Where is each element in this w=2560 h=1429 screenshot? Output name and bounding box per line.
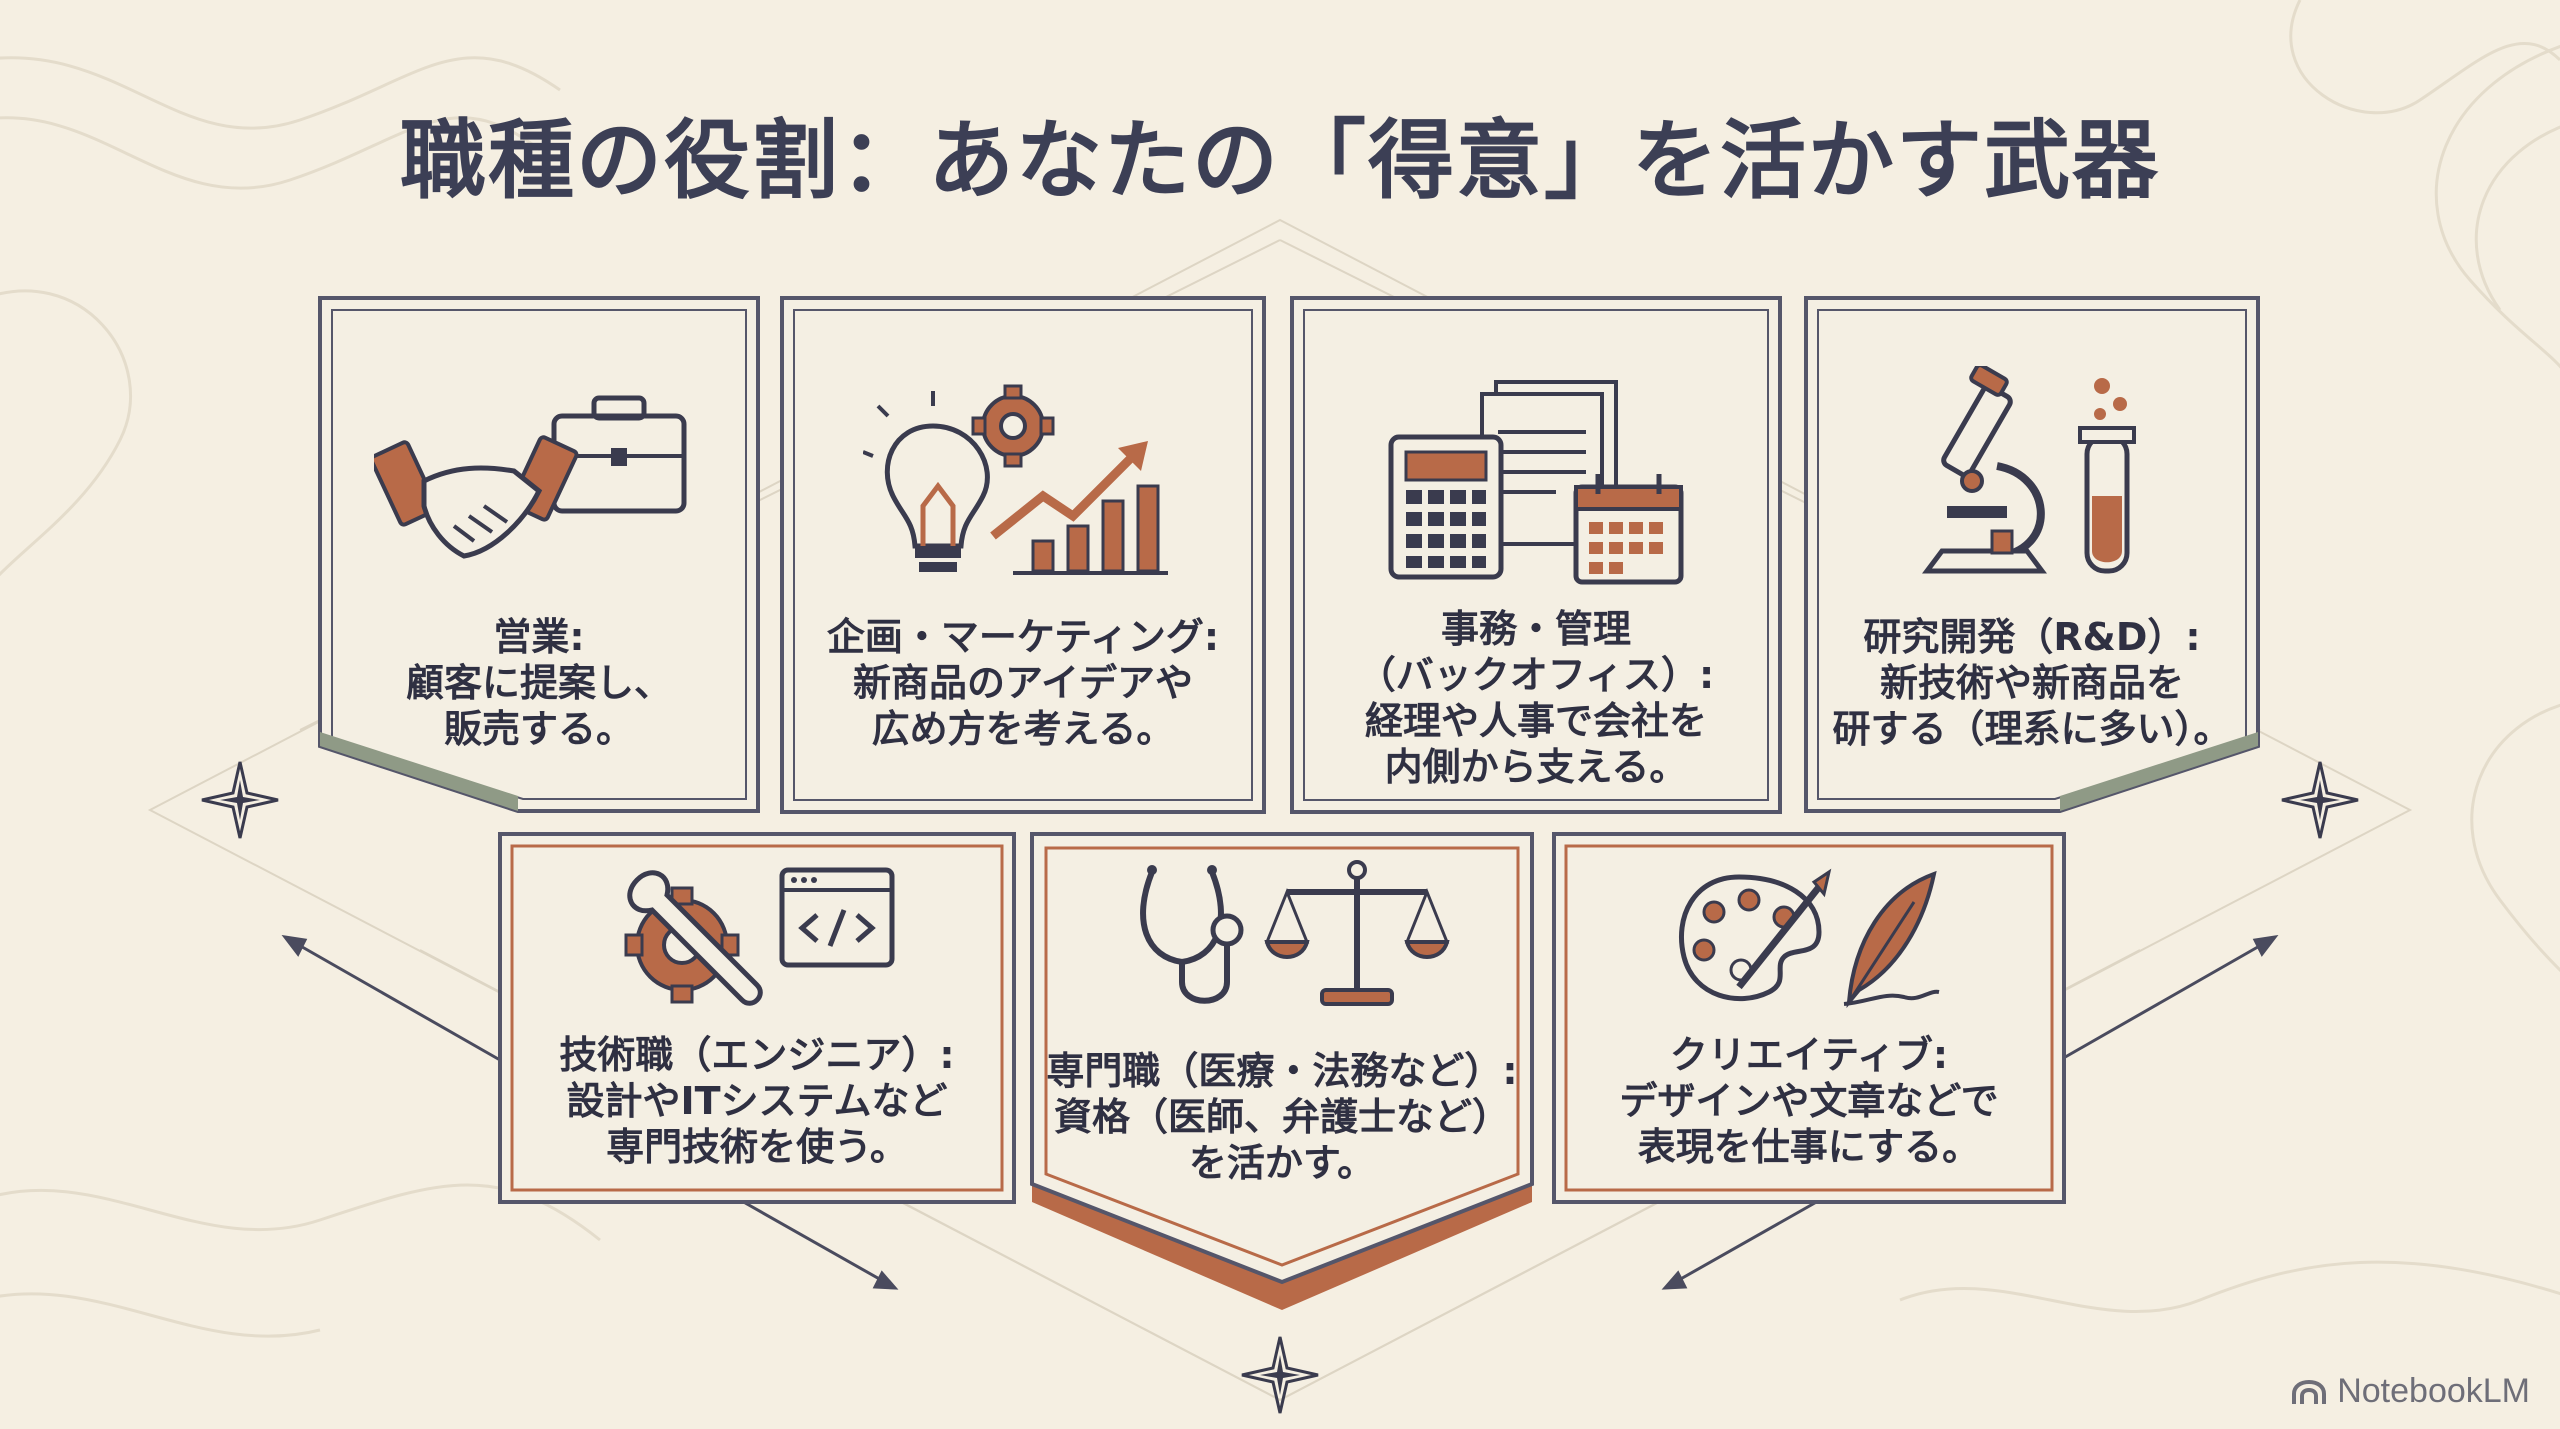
card-text-line: 新技術や新商品を: [1879, 661, 2184, 705]
card-text-line: クリエイティブ:: [1669, 1033, 1949, 1077]
card-creative: クリエイティブ: デザインや文章などで 表現を仕事にする。: [1552, 832, 2066, 1204]
card-professional: 専門職（医療・法務など）: 資格（医師、弁護士など） を活かす。: [1030, 832, 1534, 1314]
compass-star-icon: [201, 761, 279, 839]
card-sales: 営業: 顧客に提案し、 販売する。: [318, 296, 760, 816]
card-text-line: 販売する。: [443, 707, 634, 751]
palette-quill-icon: [1678, 868, 1940, 1009]
notebooklm-logo-icon: [2292, 1380, 2327, 1405]
card-text-line: 営業:: [493, 615, 585, 659]
card-text-line: 企画・マーケティング:: [826, 615, 1220, 659]
compass-star-icon: [2281, 761, 2359, 839]
card-text-line: 事務・管理: [1440, 607, 1631, 651]
card-description: 事務・管理 （バックオフィス）: 経理や人事で会社を 内側から支える。: [1290, 606, 1782, 790]
card-text-line: を活かす。: [1188, 1141, 1376, 1185]
card-text-line: 研究開発（R&D）:: [1863, 615, 2201, 659]
card-description: 企画・マーケティング: 新商品のアイデアや 広め方を考える。: [780, 614, 1266, 752]
card-text-line: 専門技術を使う。: [606, 1125, 908, 1169]
card-text-line: 顧客に提案し、: [405, 661, 672, 705]
microscope-test-tube-icon: [1922, 366, 2136, 574]
card-text-line: 資格（医師、弁護士など）: [1053, 1095, 1510, 1139]
card-text-line: 広め方を考える。: [871, 707, 1175, 751]
wrench-gear-code-icon: [624, 867, 895, 1006]
card-description: 営業: 顧客に提案し、 販売する。: [318, 614, 760, 752]
card-text-line: 表現を仕事にする。: [1637, 1125, 1981, 1169]
compass-star-icon: [1241, 1336, 1319, 1414]
card-text-line: （バックオフィス）:: [1357, 653, 1715, 697]
card-text-line: 設計やITシステムなど: [566, 1079, 948, 1123]
card-description: 技術職（エンジニア）: 設計やITシステムなど 専門技術を使う。: [498, 1032, 1016, 1170]
notebooklm-brand: NotebookLM: [2291, 1372, 2530, 1411]
stethoscope-scales-icon: [1140, 860, 1450, 1006]
page-title: 職種の役割：あなたの「得意」を活かす武器: [400, 111, 2160, 211]
card-text-line: 専門職（医療・法務など）:: [1046, 1049, 1518, 1093]
brand-label: NotebookLM: [2337, 1372, 2530, 1410]
card-text-line: 経理や人事で会社を: [1364, 699, 1707, 743]
card-text-line: 技術職（エンジニア）:: [559, 1033, 955, 1077]
card-back-office: 事務・管理 （バックオフィス）: 経理や人事で会社を 内側から支える。: [1290, 296, 1782, 816]
handshake-briefcase-icon: [374, 395, 687, 559]
calculator-documents-calendar-icon: [1388, 380, 1684, 585]
card-planning-marketing: 企画・マーケティング: 新商品のアイデアや 広め方を考える。: [780, 296, 1266, 816]
card-text-line: 新商品のアイデアや: [852, 661, 1194, 705]
lightbulb-gear-chart-icon: [863, 384, 1168, 575]
card-description: クリエイティブ: デザインや文章などで 表現を仕事にする。: [1552, 1032, 2066, 1170]
card-text-line: 内側から支える。: [1384, 745, 1688, 789]
card-description: 研究開発（R&D）: 新技術や新商品を 研する（理系に多い）。: [1804, 614, 2260, 752]
card-r-and-d: 研究開発（R&D）: 新技術や新商品を 研する（理系に多い）。: [1804, 296, 2260, 816]
card-engineer: 技術職（エンジニア）: 設計やITシステムなど 専門技術を使う。: [498, 832, 1016, 1204]
card-text-line: デザインや文章などで: [1619, 1079, 1999, 1123]
card-text-line: 研する（理系に多い）。: [1832, 707, 2232, 751]
card-description: 専門職（医療・法務など）: 資格（医師、弁護士など） を活かす。: [1030, 1048, 1534, 1186]
